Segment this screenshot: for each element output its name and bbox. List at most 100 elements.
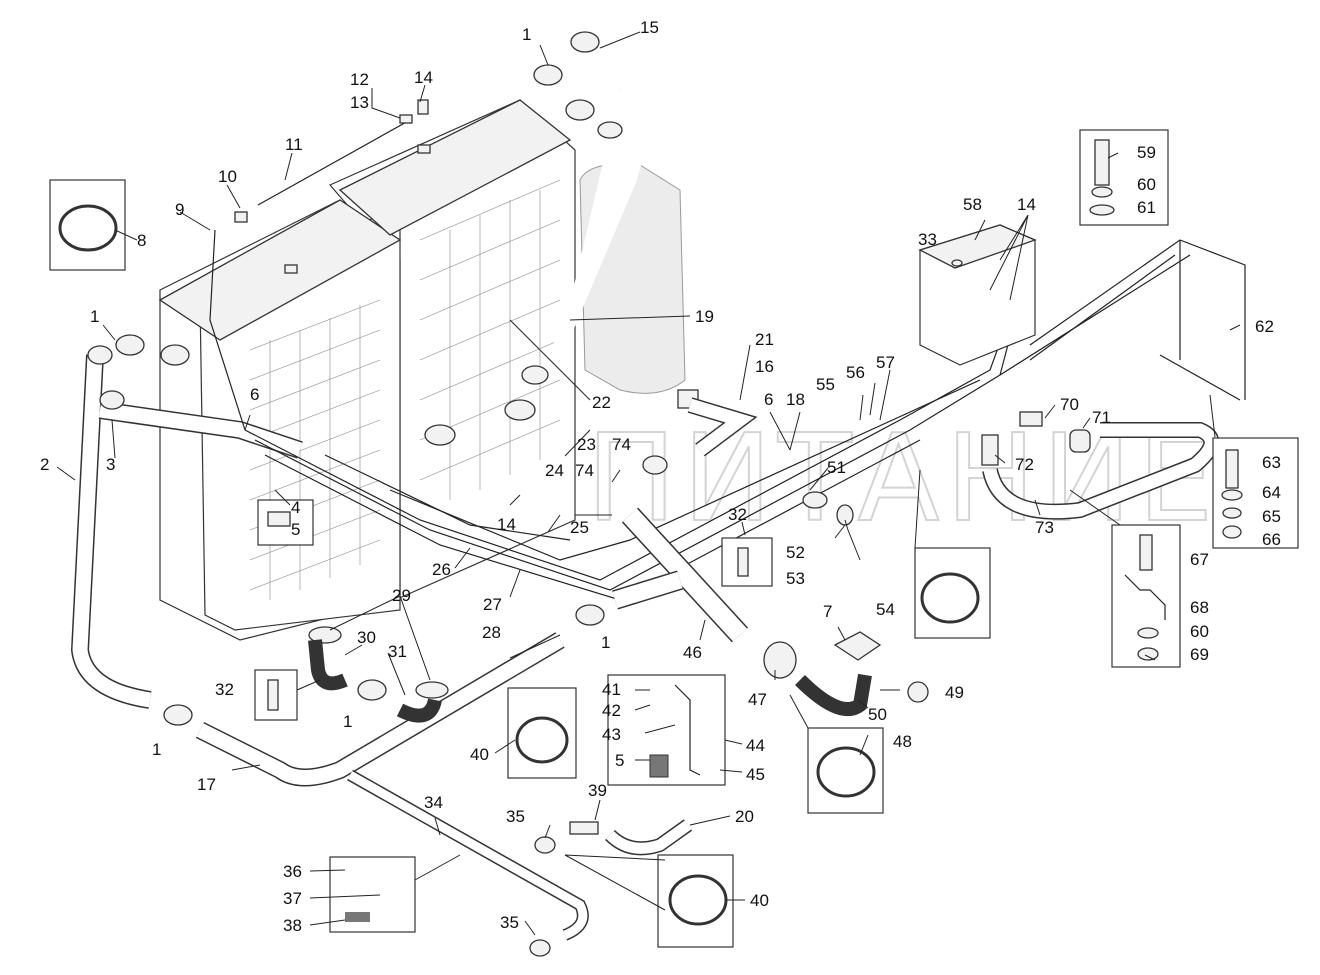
callout: 27	[483, 595, 502, 614]
callout: 33	[918, 230, 937, 249]
callout: 28	[482, 623, 501, 642]
callout: 68	[1190, 598, 1209, 617]
detail-box-clamp-40-b	[657, 854, 734, 948]
callout: 49	[945, 683, 964, 702]
detail-box-bracket-41-45	[607, 674, 726, 786]
callout: 56	[846, 363, 865, 382]
callout: 32	[728, 505, 747, 524]
callout: 47	[748, 690, 767, 709]
callout: 40	[470, 745, 489, 764]
leader-lines	[56, 31, 1241, 936]
detail-box-bracket-67-69	[1111, 524, 1181, 668]
callout: 34	[424, 793, 443, 812]
callout: 4	[291, 498, 300, 517]
detail-box-clamp-48	[807, 727, 884, 814]
callout: 5	[291, 520, 300, 539]
callout: 40	[750, 891, 769, 910]
callout: 62	[1255, 317, 1274, 336]
detail-box-bolt-59-61	[1079, 129, 1169, 226]
detail-box-pin-36-38	[329, 856, 416, 933]
callout: 73	[1035, 518, 1054, 537]
callout: 23	[577, 435, 596, 454]
callout: 9	[175, 200, 184, 219]
loop-pipe-73	[981, 422, 1220, 520]
callout: 32	[215, 680, 234, 699]
callout: 46	[683, 643, 702, 662]
fittings	[209, 99, 1043, 835]
radiator-assembly	[158, 99, 576, 641]
callout: 41	[602, 680, 621, 699]
callout: 6	[764, 390, 773, 409]
callout: 51	[827, 458, 846, 477]
callout: 1	[601, 633, 610, 652]
callout: 19	[695, 307, 714, 326]
callout: 39	[588, 781, 607, 800]
detail-box-clamp-8	[49, 179, 126, 271]
callout: 26	[432, 560, 451, 579]
callout: 57	[876, 353, 895, 372]
callout: 60	[1190, 622, 1209, 641]
callout: 31	[388, 642, 407, 661]
callout: 14	[1017, 195, 1036, 214]
callout: 37	[283, 889, 302, 908]
callout: 2	[40, 455, 49, 474]
detail-box-clip-4-5	[257, 499, 314, 546]
callout: 10	[218, 167, 237, 186]
pipe-46	[612, 507, 797, 679]
callout: 16	[755, 357, 774, 376]
callout: 11	[285, 135, 303, 154]
callout: 35	[506, 807, 525, 826]
callout: 52	[786, 543, 805, 562]
callout: 45	[746, 765, 765, 784]
detail-box-clamp-54	[914, 547, 991, 639]
callout: 20	[735, 807, 754, 826]
callout: 18	[786, 390, 805, 409]
callout: 44	[746, 736, 765, 755]
drain-tubes	[347, 769, 693, 957]
callout: 8	[137, 231, 146, 250]
left-hoses	[70, 334, 605, 787]
callout: 24	[545, 461, 564, 480]
callout: 1	[522, 25, 531, 44]
flanged-elbows	[308, 626, 449, 723]
expansion-tank	[918, 224, 1037, 366]
callout: 14	[414, 68, 433, 87]
callout: 25	[570, 518, 589, 537]
callout: 60	[1137, 175, 1156, 194]
callout: 38	[283, 916, 302, 935]
callout: 70	[1060, 395, 1079, 414]
callout: 22	[592, 393, 611, 412]
callout: 59	[1137, 143, 1156, 162]
detail-box-fitting-32-right	[721, 537, 773, 587]
callout: 14	[497, 515, 516, 534]
callout: 42	[602, 701, 621, 720]
callout: 35	[500, 913, 519, 932]
detail-box-clamp-40-a	[507, 687, 577, 779]
callout: 69	[1190, 645, 1209, 664]
callout: 72	[1015, 455, 1034, 474]
callout: 55	[816, 375, 835, 394]
callout: 74	[575, 461, 594, 480]
callout: 58	[963, 195, 982, 214]
callout: 1	[90, 307, 99, 326]
upper-pipe-15	[533, 31, 645, 348]
callout: 71	[1092, 408, 1111, 427]
detail-box-bolt-63-66	[1212, 437, 1299, 549]
callout: 30	[357, 628, 376, 647]
callout: 5	[615, 751, 624, 770]
callout: 13	[350, 93, 369, 112]
callout: 54	[876, 600, 895, 619]
callout: 12	[350, 70, 369, 89]
long-tubes	[244, 314, 1016, 601]
callout: 7	[823, 602, 832, 621]
callout: 64	[1262, 483, 1281, 502]
callout: 3	[106, 455, 115, 474]
callout: 66	[1262, 530, 1281, 549]
callout: 29	[392, 586, 411, 605]
callout: 63	[1262, 453, 1281, 472]
callout: 53	[786, 569, 805, 588]
callout: 21	[755, 330, 774, 349]
callout: 48	[893, 732, 912, 751]
